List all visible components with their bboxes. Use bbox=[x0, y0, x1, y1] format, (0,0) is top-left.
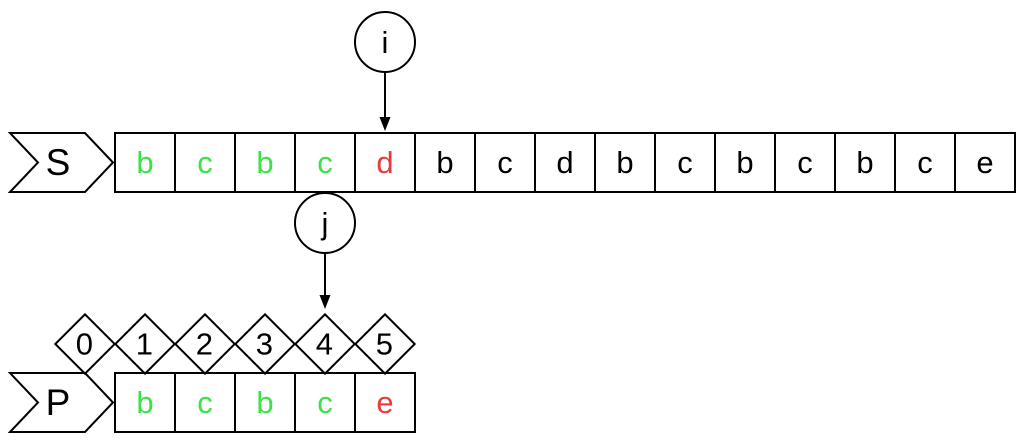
index-diamond-label: 4 bbox=[316, 326, 334, 362]
pointer-j-arrowhead bbox=[319, 295, 331, 309]
p-cell: c bbox=[174, 372, 236, 433]
s-cell: b bbox=[594, 132, 656, 193]
p-cell: b bbox=[234, 372, 296, 433]
s-row-label: S bbox=[45, 141, 71, 183]
index-diamond-label: 1 bbox=[136, 326, 154, 362]
s-row-cells: b c b c d b c d b c b c b c e bbox=[114, 132, 1016, 193]
index-diamond-label: 0 bbox=[76, 326, 94, 362]
p-cell: c bbox=[294, 372, 356, 433]
s-cell: b bbox=[234, 132, 296, 193]
s-cell: e bbox=[954, 132, 1016, 193]
s-banner-shape bbox=[7, 132, 115, 193]
pointer-i-circle bbox=[354, 11, 416, 73]
s-cell: b bbox=[414, 132, 476, 193]
p-cell: b bbox=[114, 372, 176, 433]
s-cell: b bbox=[714, 132, 776, 193]
s-cell: c bbox=[294, 132, 356, 193]
p-row-label: P bbox=[45, 381, 71, 423]
pointer-i-label: i bbox=[381, 24, 389, 60]
s-cell: c bbox=[174, 132, 236, 193]
pointer-j-circle bbox=[294, 192, 356, 254]
s-cell: c bbox=[774, 132, 836, 193]
pointer-i-arrowhead bbox=[379, 117, 391, 131]
p-row-cells: b c b c e bbox=[114, 372, 416, 433]
s-cell: d bbox=[534, 132, 596, 193]
p-cell: e bbox=[354, 372, 416, 433]
index-diamond-label: 2 bbox=[196, 326, 214, 362]
p-banner-shape bbox=[7, 372, 115, 433]
index-diamond-label: 3 bbox=[256, 326, 274, 362]
s-cell: b bbox=[114, 132, 176, 193]
index-diamond-label: 5 bbox=[376, 326, 394, 362]
s-cell: d bbox=[354, 132, 416, 193]
s-cell: c bbox=[894, 132, 956, 193]
s-cell: c bbox=[654, 132, 716, 193]
s-cell: c bbox=[474, 132, 536, 193]
s-cell: b bbox=[834, 132, 896, 193]
pointer-j-label: j bbox=[321, 205, 329, 241]
